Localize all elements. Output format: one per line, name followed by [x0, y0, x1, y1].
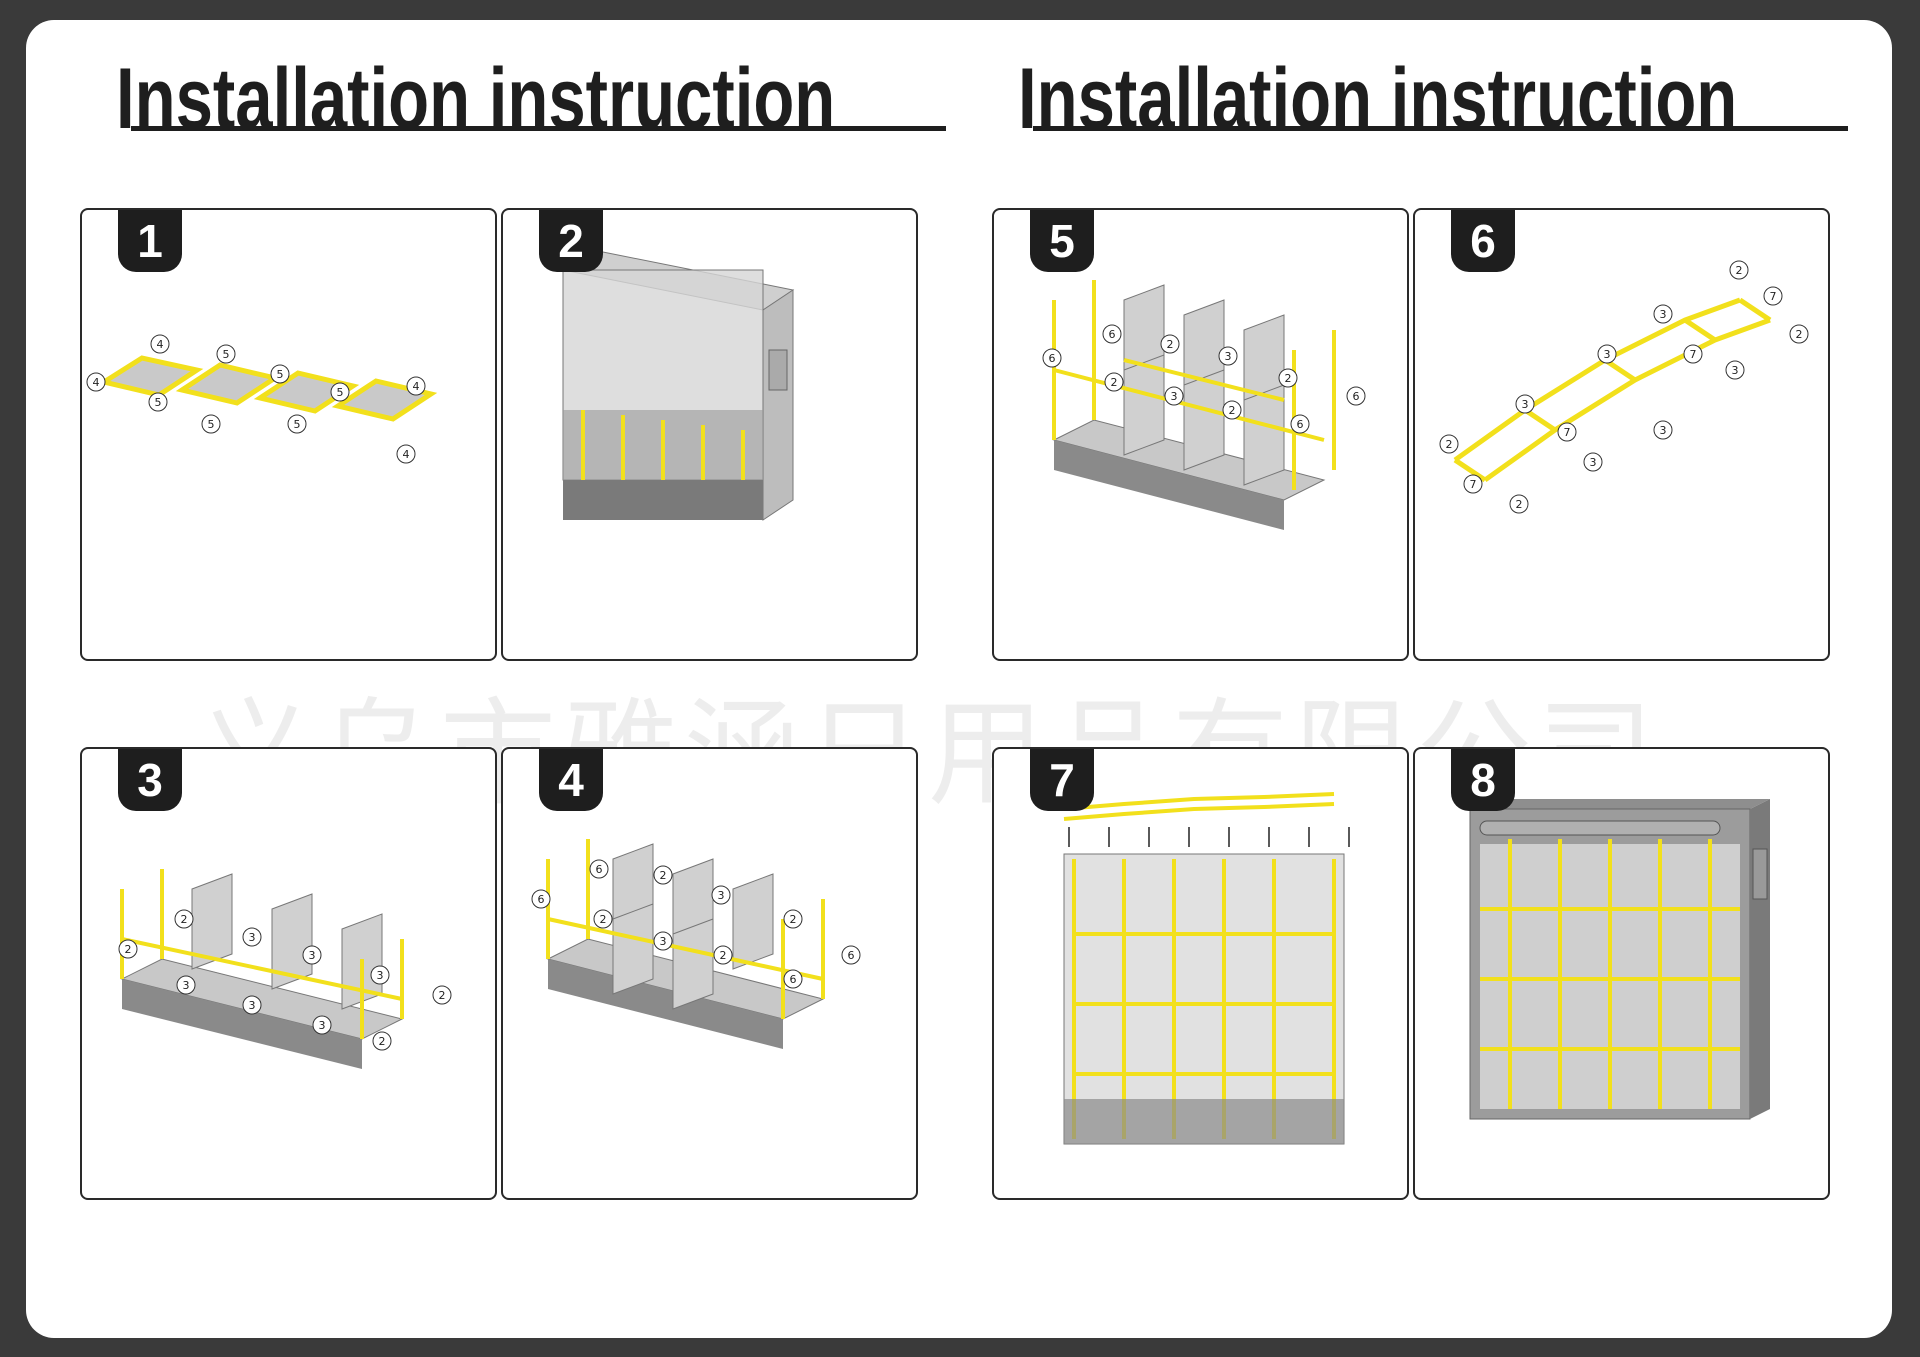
part-label: 2 [1516, 498, 1523, 511]
step-3-panel: 2 2 3 3 3 3 3 3 2 2 3 [80, 747, 497, 1200]
step-8-panel: 8 [1413, 747, 1830, 1200]
part-label: 4 [93, 376, 100, 389]
part-label: 6 [848, 949, 855, 962]
step-number-badge: 7 [1030, 749, 1094, 811]
step-5-panel: 6 6 2 2 3 3 2 2 6 6 5 [992, 208, 1409, 661]
step-number-badge: 5 [1030, 210, 1094, 272]
part-label: 6 [538, 893, 545, 906]
step-6-panel: 2 7 2 3 7 3 3 3 3 7 3 2 7 2 6 [1413, 208, 1830, 661]
part-label: 5 [294, 418, 301, 431]
step-6-diagram: 2 7 2 3 7 3 3 3 3 7 3 2 7 2 [1439, 260, 1809, 514]
part-label: 7 [1470, 478, 1477, 491]
part-label: 6 [1049, 352, 1056, 365]
part-label: 2 [660, 869, 667, 882]
step-7-diagram [1063, 792, 1350, 1145]
part-label: 3 [1522, 398, 1529, 411]
part-label: 3 [718, 889, 725, 902]
part-label: 5 [155, 396, 162, 409]
part-label: 3 [1732, 364, 1739, 377]
part-label: 7 [1564, 426, 1571, 439]
page-title-right: Installation instruction [1018, 51, 1738, 147]
part-label: 3 [1604, 348, 1611, 361]
part-label: 3 [1590, 456, 1597, 469]
step-7-panel: 7 [992, 747, 1409, 1200]
step-number-badge: 1 [118, 210, 182, 272]
step-1-panel: 4 4 5 5 5 5 5 5 4 4 1 [80, 208, 497, 661]
part-label: 3 [249, 999, 256, 1012]
part-label: 6 [1297, 418, 1304, 431]
part-label: 3 [660, 935, 667, 948]
part-label: 5 [223, 348, 230, 361]
part-label: 3 [1660, 308, 1667, 321]
step-number-badge: 8 [1451, 749, 1515, 811]
part-label: 2 [790, 913, 797, 926]
part-label: 6 [790, 973, 797, 986]
step-number-badge: 2 [539, 210, 603, 272]
step-4-diagram: 6 6 2 2 3 3 2 2 6 6 [531, 839, 861, 1049]
part-label: 3 [249, 931, 256, 944]
part-label: 3 [309, 949, 316, 962]
part-label: 2 [1796, 328, 1803, 341]
part-label: 2 [439, 989, 446, 1002]
part-label: 3 [1660, 424, 1667, 437]
part-label: 6 [1109, 328, 1116, 341]
part-label: 2 [379, 1035, 386, 1048]
part-label: 2 [181, 913, 188, 926]
part-label: 2 [720, 949, 727, 962]
step-number-badge: 6 [1451, 210, 1515, 272]
title-underline-left [131, 126, 946, 131]
part-label: 2 [1736, 264, 1743, 277]
part-label: 2 [1111, 376, 1118, 389]
part-label: 2 [1229, 404, 1236, 417]
page-title-left: Installation instruction [116, 51, 836, 147]
step-4-panel: 6 6 2 2 3 3 2 2 6 6 4 [501, 747, 918, 1200]
part-label: 3 [1171, 390, 1178, 403]
part-label: 6 [1353, 390, 1360, 403]
step-number-badge: 4 [539, 749, 603, 811]
part-label: 4 [403, 448, 410, 461]
part-label: 2 [1446, 438, 1453, 451]
step-3-diagram: 2 2 3 3 3 3 3 3 2 2 [118, 869, 452, 1069]
part-label: 2 [125, 943, 132, 956]
part-label: 3 [319, 1019, 326, 1032]
part-label: 5 [208, 418, 215, 431]
part-label: 5 [337, 386, 344, 399]
part-label: 2 [1285, 372, 1292, 385]
part-label: 5 [277, 368, 284, 381]
step-8-diagram [1469, 799, 1770, 1120]
part-label: 7 [1690, 348, 1697, 361]
step-2-diagram [561, 249, 795, 521]
part-label: 6 [596, 863, 603, 876]
title-underline-right [1033, 126, 1848, 131]
part-label: 2 [1167, 338, 1174, 351]
step-2-panel: 2 [501, 208, 918, 661]
part-label: 4 [413, 380, 420, 393]
step-1-diagram: 4 4 5 5 5 5 5 5 4 4 [86, 334, 438, 464]
part-label: 3 [1225, 350, 1232, 363]
instruction-sheet: Installation instruction Installation in… [26, 20, 1892, 1338]
part-label: 2 [600, 913, 607, 926]
part-label: 7 [1770, 290, 1777, 303]
step-5-diagram: 6 6 2 2 3 3 2 2 6 6 [1042, 280, 1366, 530]
part-label: 4 [157, 338, 164, 351]
step-number-badge: 3 [118, 749, 182, 811]
part-label: 3 [377, 969, 384, 982]
part-label: 3 [183, 979, 190, 992]
